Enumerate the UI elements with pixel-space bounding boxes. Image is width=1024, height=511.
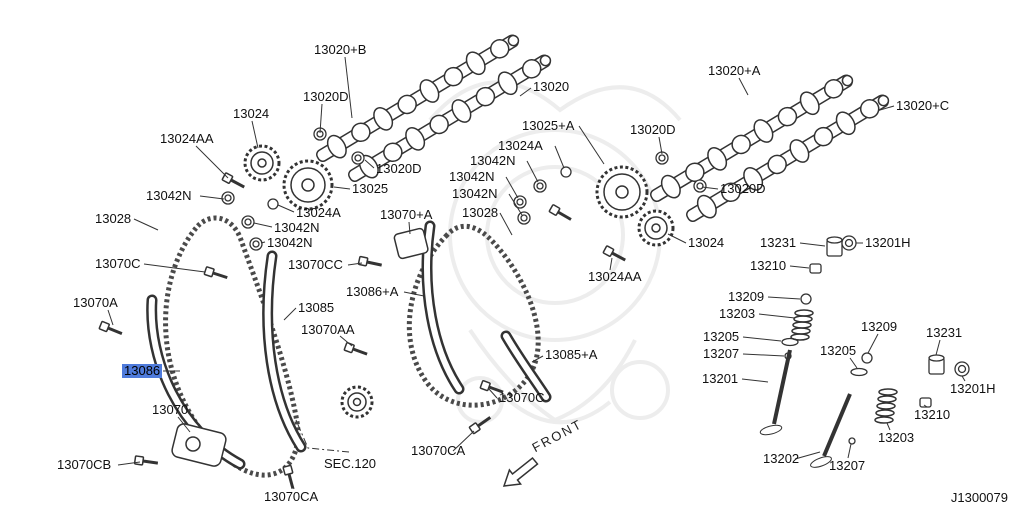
part-label-13231[interactable]: 13231 bbox=[926, 325, 963, 340]
part-label-13025[interactable]: 13025 bbox=[352, 181, 389, 196]
part-label-13201h[interactable]: 13201H bbox=[950, 381, 996, 396]
part-label-13070c[interactable]: 13070C bbox=[499, 390, 545, 405]
part-label-13020d[interactable]: 13020D bbox=[376, 161, 422, 176]
part-label-13020[interactable]: 13020 bbox=[533, 79, 570, 94]
part-label-13024[interactable]: 13024 bbox=[688, 235, 725, 250]
part-label-13207[interactable]: 13207 bbox=[703, 346, 740, 361]
part-label-13086[interactable]: 13086 bbox=[122, 363, 163, 378]
part-label-13070[interactable]: 13070 bbox=[152, 402, 189, 417]
part-label-13231[interactable]: 13231 bbox=[760, 235, 797, 250]
part-label-13020+b[interactable]: 13020+B bbox=[314, 42, 367, 57]
part-label-13020+c[interactable]: 13020+C bbox=[896, 98, 950, 113]
part-label-13085[interactable]: 13085 bbox=[298, 300, 335, 315]
diagram-code: J1300079 bbox=[950, 490, 1008, 505]
part-label-13025+a[interactable]: 13025+A bbox=[522, 118, 575, 133]
part-label-13020d[interactable]: 13020D bbox=[630, 122, 676, 137]
part-label-13042n[interactable]: 13042N bbox=[267, 235, 313, 250]
part-label-13210[interactable]: 13210 bbox=[750, 258, 787, 273]
part-label-13070cc[interactable]: 13070CC bbox=[288, 257, 343, 272]
part-label-13202[interactable]: 13202 bbox=[763, 451, 800, 466]
part-label-13203[interactable]: 13203 bbox=[719, 306, 756, 321]
front-arrow bbox=[502, 456, 539, 487]
part-label-13020+a[interactable]: 13020+A bbox=[708, 63, 761, 78]
part-label-13042n[interactable]: 13042N bbox=[449, 169, 495, 184]
valve-springs bbox=[790, 309, 898, 424]
watermark bbox=[428, 80, 682, 425]
part-label-13020d[interactable]: 13020D bbox=[720, 181, 766, 196]
part-label-13209[interactable]: 13209 bbox=[728, 289, 765, 304]
part-label-13205[interactable]: 13205 bbox=[820, 343, 857, 358]
valves bbox=[759, 349, 852, 468]
part-label-13024[interactable]: 13024 bbox=[233, 106, 270, 121]
part-label-13028[interactable]: 13028 bbox=[95, 211, 132, 226]
leader-lines bbox=[107, 56, 966, 490]
part-label-13085+a[interactable]: 13085+A bbox=[545, 347, 598, 362]
part-label-13070ca[interactable]: 13070CA bbox=[264, 489, 319, 504]
part-label-13070+a[interactable]: 13070+A bbox=[380, 207, 433, 222]
tensioners bbox=[171, 227, 429, 467]
part-label-13070ca[interactable]: 13070CA bbox=[411, 443, 466, 458]
part-label-13086+a[interactable]: 13086+A bbox=[346, 284, 399, 299]
valve-small-parts bbox=[781, 235, 970, 445]
section-boundary bbox=[295, 419, 350, 453]
sprockets bbox=[243, 144, 675, 419]
part-label-13203[interactable]: 13203 bbox=[878, 430, 915, 445]
part-label-13070a[interactable]: 13070A bbox=[73, 295, 118, 310]
part-label-13201[interactable]: 13201 bbox=[702, 371, 739, 386]
part-label-13024aa[interactable]: 13024AA bbox=[588, 269, 642, 284]
part-label-13042n[interactable]: 13042N bbox=[452, 186, 498, 201]
timing-chains bbox=[163, 215, 541, 478]
part-label-13020d[interactable]: 13020D bbox=[303, 89, 349, 104]
part-label-13024a[interactable]: 13024A bbox=[498, 138, 543, 153]
part-label-13028[interactable]: 13028 bbox=[462, 205, 499, 220]
washers-and-rings bbox=[221, 127, 707, 251]
part-label-13205[interactable]: 13205 bbox=[703, 329, 740, 344]
part-label-13201h[interactable]: 13201H bbox=[865, 235, 911, 250]
part-label-13042n[interactable]: 13042N bbox=[274, 220, 320, 235]
part-label-13207[interactable]: 13207 bbox=[829, 458, 866, 473]
part-label-13070aa[interactable]: 13070AA bbox=[301, 322, 355, 337]
part-label-13024a[interactable]: 13024A bbox=[296, 205, 341, 220]
part-label-13042n[interactable]: 13042N bbox=[146, 188, 192, 203]
part-label-13070cb[interactable]: 13070CB bbox=[57, 457, 112, 472]
part-label-13209[interactable]: 13209 bbox=[861, 319, 898, 334]
part-label-sec.120[interactable]: SEC.120 bbox=[324, 456, 377, 471]
part-label-13024aa[interactable]: 13024AA bbox=[160, 131, 214, 146]
part-label-13070c[interactable]: 13070C bbox=[95, 256, 141, 271]
part-label-13042n[interactable]: 13042N bbox=[470, 153, 516, 168]
part-label-13210[interactable]: 13210 bbox=[914, 407, 951, 422]
